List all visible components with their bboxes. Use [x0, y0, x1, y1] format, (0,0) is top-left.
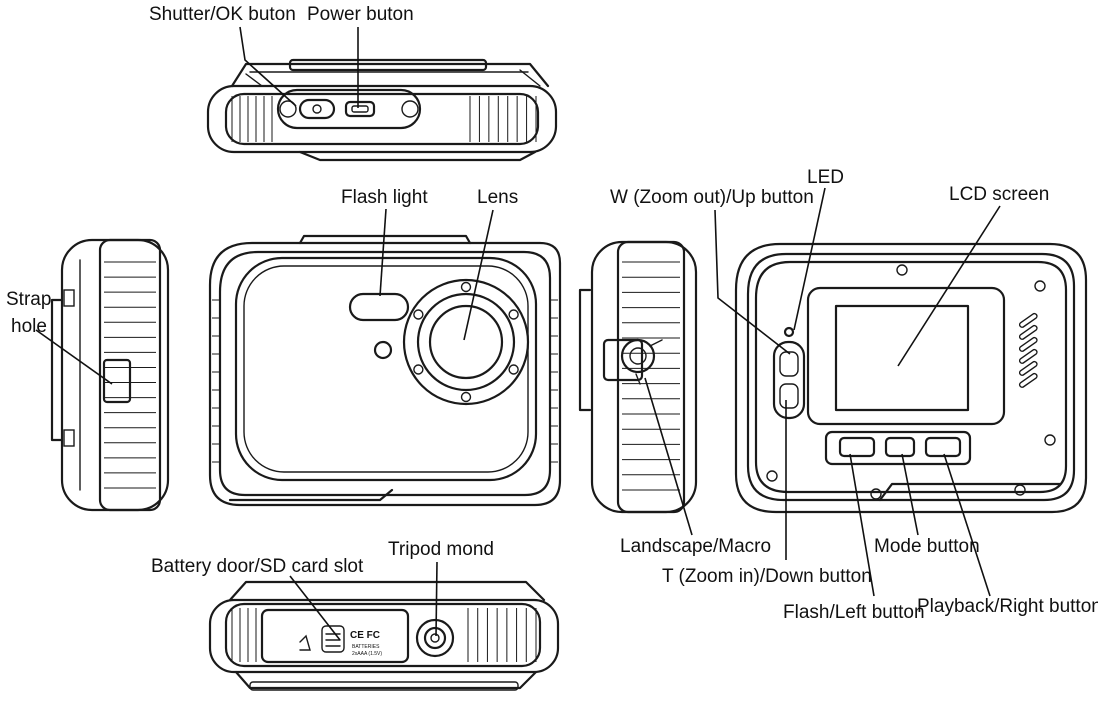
- battery-spec-marking: 2xAAA (1.5V): [352, 651, 382, 657]
- grip-ribs: [469, 96, 537, 142]
- shutter-ok-label: Shutter/OK buton: [149, 4, 296, 25]
- right-side-view: [578, 240, 698, 514]
- power-button[interactable]: [344, 100, 376, 118]
- front-view: [208, 234, 562, 507]
- landscape-macro-switch[interactable]: [620, 338, 656, 374]
- bottom-view: CE FC BATTERIES 2xAAA (1.5V): [208, 580, 560, 691]
- battery-marking: BATTERIES: [352, 644, 380, 650]
- lens: [402, 278, 530, 406]
- sensor-dot: [373, 340, 393, 360]
- lens-label: Lens: [477, 187, 518, 208]
- zoom-in-down-label: T (Zoom in)/Down button: [662, 566, 872, 587]
- battery-door[interactable]: [260, 608, 410, 664]
- mode-button[interactable]: [884, 436, 916, 458]
- led-label: LED: [807, 167, 844, 188]
- hole-label: hole: [11, 316, 47, 337]
- grip-ribs: [622, 261, 680, 491]
- led-indicator: [783, 326, 795, 338]
- lcd-screen: [806, 286, 1006, 426]
- labels: Shutter/OK buton Power buton Flash light…: [6, 4, 1098, 623]
- left-side-view: [50, 238, 170, 512]
- shutter-button[interactable]: [298, 98, 336, 120]
- flash-light: [348, 292, 410, 322]
- power-label: Power buton: [307, 4, 414, 25]
- mode-button-label: Mode button: [874, 536, 980, 557]
- playback-right-button[interactable]: [924, 436, 962, 458]
- flash-left-button[interactable]: [838, 436, 876, 458]
- grip-ribs: [212, 299, 558, 463]
- zoom-out-up-label: W (Zoom out)/Up button: [610, 187, 814, 208]
- strap-label: Strap: [6, 289, 51, 310]
- battery-sd-label: Battery door/SD card slot: [151, 556, 364, 577]
- grip-ribs: [231, 96, 273, 142]
- pointer-lines: [35, 26, 1001, 641]
- speaker-grille: [1018, 312, 1038, 388]
- grip-ribs: [104, 261, 156, 489]
- grip-ribs: [231, 608, 257, 662]
- flash-left-label: Flash/Left button: [783, 602, 925, 623]
- tripod-label: Tripod mond: [388, 539, 494, 560]
- back-view: [734, 242, 1088, 514]
- tripod-mount: [415, 618, 455, 658]
- playback-right-label: Playback/Right button: [917, 596, 1098, 617]
- lcd-screen-label: LCD screen: [949, 184, 1049, 205]
- grip-ribs: [467, 608, 537, 662]
- landscape-macro-label: Landscape/Macro: [620, 536, 771, 557]
- flash-light-label: Flash light: [341, 187, 428, 208]
- ce-fc-marking: CE FC: [350, 630, 380, 641]
- top-view: [206, 58, 558, 162]
- zoom-rocker[interactable]: [772, 340, 806, 420]
